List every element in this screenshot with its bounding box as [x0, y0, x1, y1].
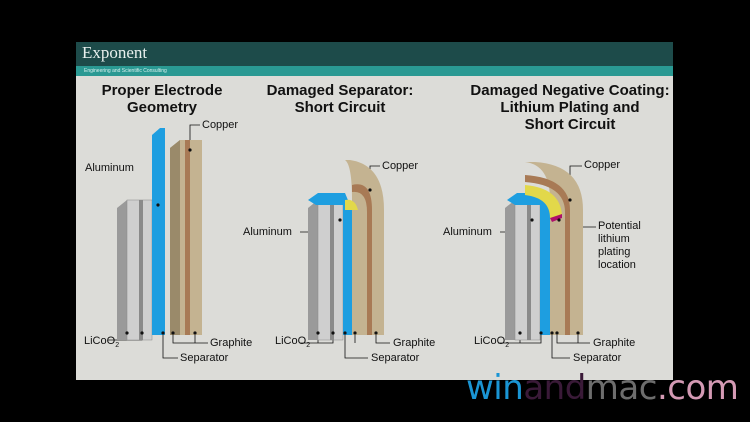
separator-label: Separator [371, 352, 420, 364]
licoo2-subscript: 2 [505, 342, 510, 350]
tagline: Engineering and Scientific Consulting [84, 68, 167, 74]
panel-2-title: Damaged Separator:Short Circuit [260, 82, 420, 116]
graphite-label: Graphite [393, 337, 436, 349]
plating-line: location [598, 259, 636, 271]
slide-header: Exponent [76, 42, 673, 66]
watermark-win: win [466, 368, 524, 408]
title-line: Short Circuit [294, 99, 386, 116]
copper-label: Copper [202, 119, 239, 131]
plating-line: plating [598, 246, 631, 258]
label-dots [125, 148, 580, 335]
graphite-label: Graphite [593, 337, 636, 349]
copper-label: Copper [382, 160, 419, 172]
proper-geometry-diagram [117, 128, 202, 341]
title-line: Short Circuit [524, 116, 616, 133]
title-line: Proper Electrode [101, 82, 223, 99]
exponent-logo: Exponent [82, 43, 148, 62]
licoo2-subscript: 2 [115, 342, 120, 350]
plating-line: Potential [598, 220, 641, 232]
licoo2-text: LiCoO [474, 335, 506, 347]
licoo2-text: LiCoO [275, 335, 307, 347]
aluminum-label: Aluminum [85, 162, 134, 174]
separator-label: Separator [180, 352, 229, 364]
plating-line: lithium [598, 233, 630, 245]
plating-location-label: Potential lithium plating location [598, 220, 641, 272]
damaged-separator-diagram [308, 160, 384, 341]
watermark-com: .com [656, 368, 739, 408]
title-line: Damaged Separator: [266, 82, 414, 99]
lithium-plating-diagram [505, 162, 583, 341]
watermark: winandmac.com [466, 368, 739, 408]
licoo2-label: LiCoO2 [275, 335, 310, 352]
licoo2-subscript: 2 [306, 342, 311, 350]
copper-label: Copper [584, 159, 621, 171]
watermark-mac: mac [585, 368, 658, 408]
graphite-label: Graphite [210, 337, 253, 349]
title-line: Geometry [126, 99, 198, 116]
tagline-strip: Engineering and Scientific Consulting [76, 66, 673, 76]
separator-label: Separator [573, 352, 622, 364]
panel-3-title: Damaged Negative Coating:Lithium Plating… [460, 82, 680, 133]
title-line: Lithium Plating and [500, 99, 640, 116]
aluminum-label: Aluminum [443, 226, 492, 238]
plating-location-mark [550, 214, 562, 222]
aluminum-label: Aluminum [243, 226, 292, 238]
licoo2-text: LiCoO [84, 335, 116, 347]
title-line: Damaged Negative Coating: [470, 82, 670, 99]
licoo2-label: LiCoO2 [84, 335, 119, 352]
watermark-and: and [523, 368, 586, 408]
licoo2-label: LiCoO2 [474, 335, 509, 352]
